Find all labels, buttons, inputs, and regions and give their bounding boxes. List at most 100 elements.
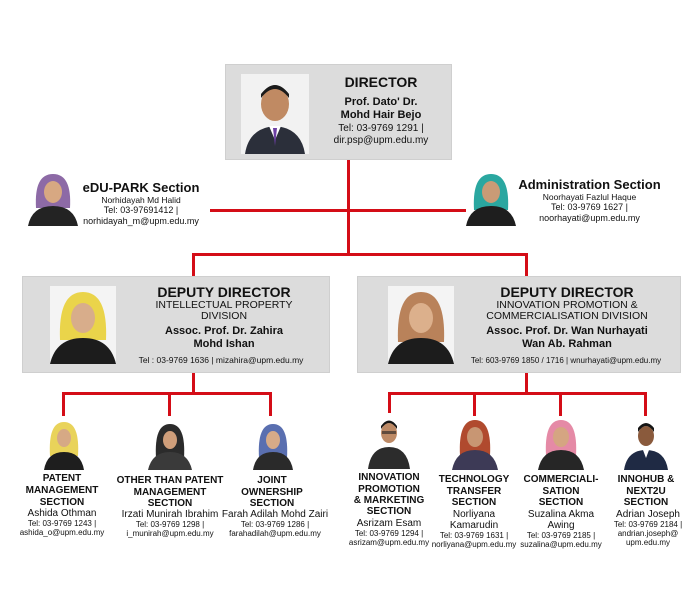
- connector-section-5: [473, 392, 476, 416]
- person-icon: [28, 168, 78, 226]
- section-5-name-line1: Norliyana: [452, 509, 496, 520]
- section-6-name-line1: Suzalina Akma: [527, 509, 595, 520]
- section-4-photo: [368, 413, 410, 469]
- section-5-contact-line2: norliyana@upm.edu.my: [431, 540, 517, 549]
- edupark-photo: [28, 168, 78, 226]
- deputy-right-name-line1: Assoc. Prof. Dr. Wan Nurhayati: [486, 325, 648, 337]
- deputy-left-title: DEPUTY DIRECTOR: [157, 284, 291, 300]
- section-4-title-line2: PROMOTION: [358, 484, 420, 495]
- section-1-contact-line1: Tel: 03-9769 1243 |: [27, 519, 97, 528]
- section-4-title-line3: & MARKETING: [353, 495, 425, 506]
- section-3-title-line2: OWNERSHIP: [241, 487, 303, 498]
- section-5-title-line1: TECHNOLOGY: [438, 474, 510, 485]
- deputy-right-name-line2: Wan Ab. Rahman: [522, 338, 612, 350]
- deputy-right-division-line2: COMMERCIALISATION DIVISION: [486, 310, 648, 322]
- edupark-email: norhidayah_m@upm.edu.my: [83, 216, 199, 226]
- section-1-title-line3: SECTION: [39, 497, 85, 508]
- section-3-name: Farah Adilah Mohd Zairi: [221, 509, 329, 520]
- connector-deputies-branch: [193, 253, 528, 256]
- director-photo: [241, 74, 309, 154]
- section-2-name: Irzati Munirah Ibrahim: [121, 509, 219, 520]
- section-2-title-line3: SECTION: [147, 498, 193, 509]
- person-icon: [452, 416, 498, 470]
- deputy-right-photo: [388, 286, 454, 364]
- section-6-title-line1: COMMERCIALI-: [523, 474, 599, 485]
- section-2-photo: [148, 420, 192, 470]
- person-icon: [624, 416, 668, 470]
- deputy-left-division-line2: DIVISION: [200, 310, 248, 322]
- section-6-photo: [538, 416, 584, 470]
- section-5-name-line2: Kamarudin: [449, 520, 499, 531]
- section-5-photo: [452, 416, 498, 470]
- edupark-tel: Tel: 03-97691412 |: [103, 205, 179, 215]
- section-7-contact-line3: upm.edu.my: [625, 538, 671, 547]
- section-7-name: Adrian Joseph: [616, 509, 680, 520]
- section-3-contact-line2: farahadilah@upm.edu.my: [229, 529, 321, 538]
- section-4-title-line4: SECTION: [366, 506, 412, 517]
- section-7-contact-line1: Tel: 03-9769 2184 |: [613, 520, 683, 529]
- person-icon: [388, 286, 454, 364]
- section-7-title-line1: INNOHUB &: [617, 474, 675, 485]
- section-3-photo: [253, 420, 293, 470]
- deputy-left-photo: [50, 286, 116, 364]
- connector-deputy-left-down: [192, 253, 195, 276]
- person-icon: [253, 420, 293, 470]
- deputy-left-contact: Tel : 03-9769 1636 | mizahira@upm.edu.my: [138, 355, 304, 365]
- section-1-title-line1: PATENT: [42, 473, 82, 484]
- director-email: dir.psp@upm.edu.my: [333, 135, 429, 146]
- deputy-right-contact: Tel: 603-9769 1850 / 1716 | wnurhayati@u…: [470, 356, 662, 365]
- section-5-contact-line1: Tel: 03-9769 1631 |: [439, 531, 509, 540]
- section-2-title-line2: MANAGEMENT: [133, 487, 207, 498]
- admin-tel: Tel: 03-9769 1627 |: [551, 202, 628, 212]
- director-name-line1: Prof. Dato' Dr.: [344, 96, 418, 108]
- edupark-title: eDU-PARK Section: [82, 180, 200, 195]
- director-name-line2: Mohd Hair Bejo: [340, 109, 422, 121]
- section-6-contact-line2: suzalina@upm.edu.my: [520, 540, 602, 549]
- section-2-contact-line2: i_munirah@upm.edu.my: [126, 529, 214, 538]
- person-icon: [148, 420, 192, 470]
- section-2-title-line1: OTHER THAN PATENT: [116, 475, 224, 486]
- deputy-left-name-line2: Mohd Ishan: [193, 338, 255, 350]
- person-icon: [538, 416, 584, 470]
- connector-deputy-right-down: [525, 253, 528, 276]
- section-5-title-line3: SECTION: [451, 497, 497, 508]
- edupark-name: Norhidayah Md Halid: [101, 195, 181, 205]
- person-icon: [241, 74, 309, 154]
- person-icon: [466, 170, 516, 226]
- connector-left-sections-trunk: [192, 373, 195, 393]
- director-tel: Tel: 03-9769 1291 |: [338, 123, 424, 134]
- connector-director-down: [347, 160, 350, 256]
- deputy-right-title: DEPUTY DIRECTOR: [500, 284, 634, 300]
- deputy-left-division-line1: INTELLECTUAL PROPERTY: [155, 299, 293, 311]
- admin-name: Noorhayati Fazlul Haque: [542, 192, 637, 202]
- section-7-photo: [624, 416, 668, 470]
- section-5-title-line2: TRANSFER: [446, 486, 502, 497]
- section-1-contact-line2: ashida_o@upm.edu.my: [19, 528, 105, 537]
- person-icon: [44, 418, 84, 470]
- admin-photo: [466, 170, 516, 226]
- section-4-title-line1: INNOVATION: [358, 472, 420, 483]
- section-6-contact-line1: Tel: 03-9769 2185 |: [526, 531, 596, 540]
- section-7-title-line3: SECTION: [623, 497, 669, 508]
- admin-title: Administration Section: [518, 177, 661, 192]
- section-4-contact-line1: Tel: 03-9769 1294 |: [354, 529, 424, 538]
- admin-email: noorhayati@upm.edu.my: [539, 213, 640, 223]
- section-4-name: Asrizam Esam: [356, 518, 422, 529]
- connector-section-1: [62, 392, 65, 416]
- section-7-title-line2: NEXT2U: [626, 486, 666, 497]
- section-4-contact-line2: asrizam@upm.edu.my: [348, 538, 430, 547]
- deputy-right-division-line1: INNOVATION PROMOTION &: [496, 299, 638, 311]
- person-icon: [368, 413, 410, 469]
- section-1-title-line2: MANAGEMENT: [25, 485, 99, 496]
- person-icon: [50, 286, 116, 364]
- connector-section-4: [388, 392, 391, 416]
- connector-section-2: [168, 392, 171, 416]
- connector-section-3: [269, 392, 272, 416]
- section-1-photo: [44, 418, 84, 470]
- section-7-contact-line2: andrian.joseph@: [617, 529, 679, 538]
- connector-section-7: [644, 392, 647, 416]
- section-6-name-line2: Awing: [547, 520, 575, 531]
- connector-section-6: [559, 392, 562, 416]
- connector-left-sections-bar: [62, 392, 272, 395]
- section-3-title-line3: SECTION: [249, 498, 295, 509]
